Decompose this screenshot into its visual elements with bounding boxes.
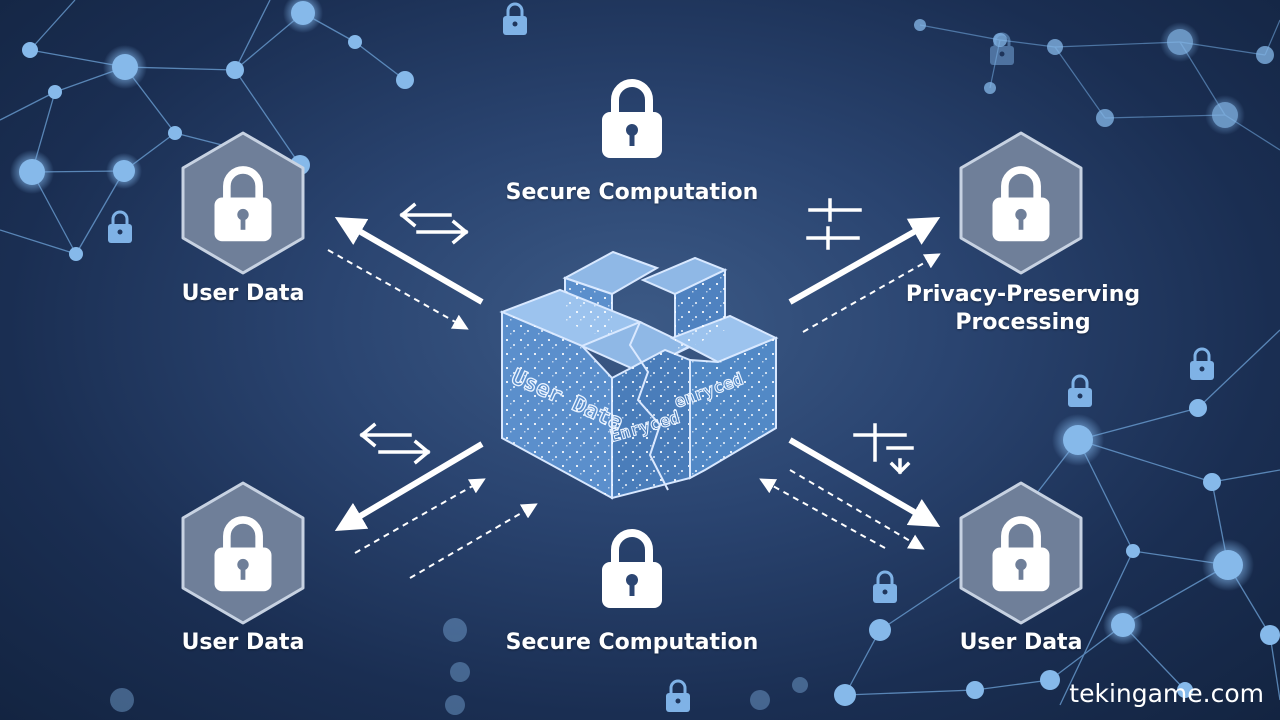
- flow-arrows: [327, 216, 941, 579]
- lock-icon: [602, 533, 662, 608]
- privacy-preserving-label: Privacy-Preserving Processing: [893, 281, 1153, 337]
- watermark: tekingame.com: [1069, 679, 1264, 708]
- user-data-bottom-right-label: User Data: [959, 630, 1083, 655]
- bidirectional-arrows-icon: [359, 422, 431, 465]
- network-top-left-nodes: [10, 0, 414, 261]
- secure-computation-top-label: Secure Computation: [505, 180, 759, 205]
- data-cube: User Data Enryced enryced: [499, 250, 779, 500]
- bidirectional-arrows-icon: [399, 202, 469, 245]
- network-bottom-left-nodes: [110, 618, 808, 715]
- network-bottom-right-nodes: [834, 399, 1280, 706]
- hexagon-lock-icon: [181, 481, 305, 625]
- hexagon-lock-icon: [181, 131, 305, 275]
- hexagon-lock-icon: [959, 481, 1083, 625]
- hexagon-lock-icon: [959, 131, 1083, 275]
- user-data-bottom-left-label: User Data: [181, 630, 305, 655]
- lock-icon: [602, 83, 662, 158]
- privacy-line-2: Processing: [955, 310, 1091, 335]
- privacy-line-1: Privacy-Preserving: [905, 282, 1141, 307]
- secure-computation-bottom-label: Secure Computation: [505, 630, 759, 655]
- exchange-icon: [853, 423, 914, 475]
- exchange-icon: [806, 198, 862, 250]
- user-data-top-left-label: User Data: [181, 281, 305, 306]
- network-top-right-nodes: [914, 19, 1274, 135]
